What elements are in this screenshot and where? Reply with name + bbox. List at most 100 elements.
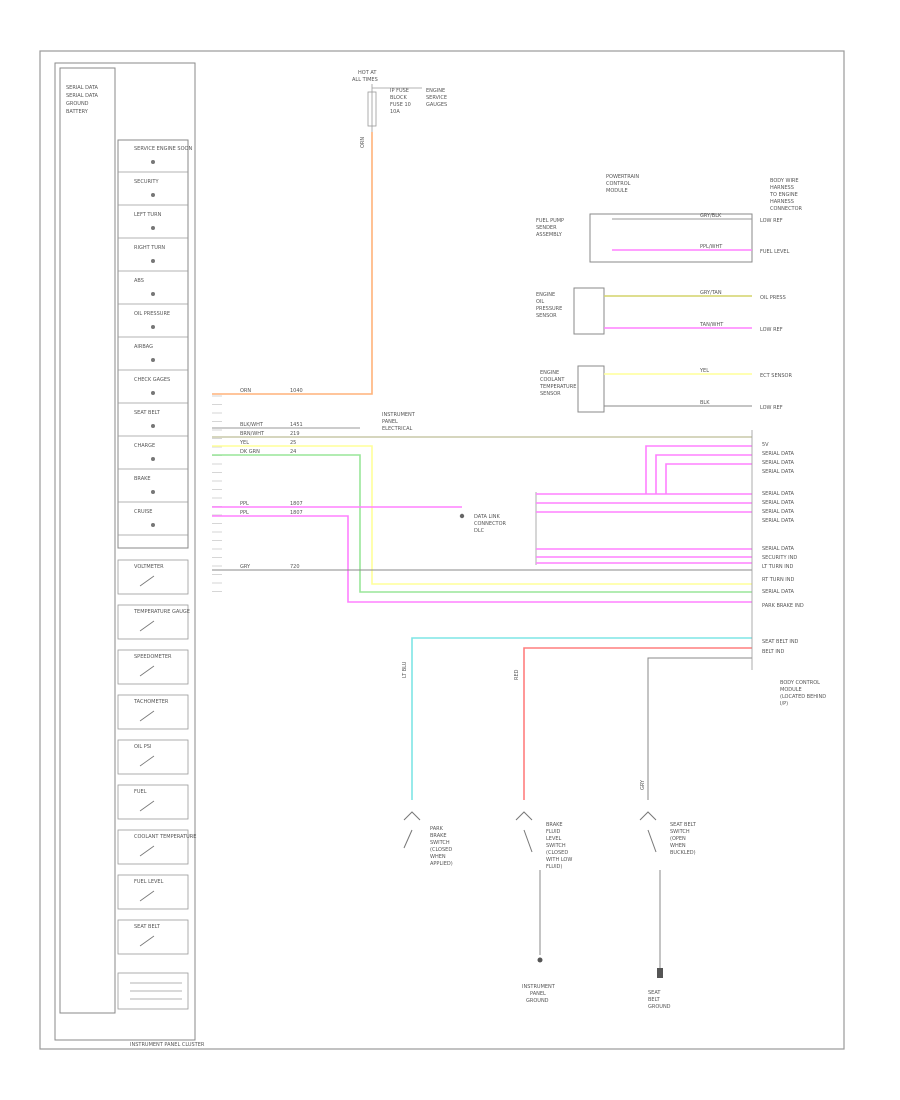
- ground-label-1: INSTRUMENT: [382, 412, 416, 418]
- fluid-switch-7: FLUID): [546, 864, 562, 870]
- gauge-box: [117, 559, 189, 595]
- oil-wire-2: TAN/WHT: [699, 322, 724, 328]
- pcm-wire-circuit: 219: [290, 431, 300, 437]
- fuel-right-1: BODY WIRE: [770, 178, 799, 184]
- gauge-label: VOLTMETER: [134, 564, 164, 570]
- gauge-needle-icon: [139, 620, 155, 632]
- ip-ground-3: GROUND: [526, 998, 549, 1004]
- gauge-box: [117, 739, 189, 775]
- fuse-wire-label: ORN: [360, 137, 366, 148]
- cluster-title-3: GROUND: [66, 101, 89, 107]
- gauge-needle-icon: [139, 710, 155, 722]
- lamp-label: SECURITY: [134, 179, 159, 185]
- pcm-wire-color: PPL: [240, 510, 249, 516]
- gauge-label: FUEL LEVEL: [134, 879, 164, 885]
- gauge-label: OIL PSI: [134, 744, 151, 750]
- fuel-right-5: CONNECTOR: [770, 206, 803, 212]
- fuel-sender-name-1: FUEL PUMP: [536, 218, 564, 224]
- diagram-border: [39, 50, 845, 1050]
- pcm-wire-circuit: 25: [290, 440, 296, 446]
- wires: [212, 132, 752, 975]
- park-switch-2: BRAKE: [430, 833, 447, 839]
- pcm-wire-circuit: 720: [290, 564, 300, 570]
- bcm-pin-label: SERIAL DATA: [762, 546, 795, 552]
- oil-wire-1: GRY/TAN: [700, 290, 722, 296]
- cluster-title-2: SERIAL DATA: [66, 93, 99, 99]
- oil-wire-2-tag: LOW REF: [760, 327, 783, 333]
- gauge-box: [117, 604, 189, 640]
- pcm-wire-circuit: 24: [290, 449, 296, 455]
- splice-label-3: DLC: [474, 528, 485, 534]
- fuse-hot-line-2: ALL TIMES: [352, 77, 378, 83]
- fuel-right-3: TO ENGINE: [769, 192, 798, 198]
- pcm-wire-color: BLK/WHT: [240, 422, 264, 428]
- fluid-switch-3: LEVEL: [546, 836, 562, 842]
- gauge-label: COOLANT TEMPERATURE: [134, 834, 196, 840]
- park-switch-6: APPLIED): [430, 861, 453, 867]
- lamp-label: OIL PRESSURE: [134, 311, 170, 317]
- bcm-pin-label: RT TURN IND: [762, 577, 794, 583]
- belt-ground-3: GROUND: [648, 1004, 671, 1010]
- ip-ground-2: PANEL: [530, 991, 546, 997]
- gauge-needle-icon: [139, 665, 155, 677]
- fuel-right-2: HARNESS: [770, 185, 794, 191]
- park-switch-3: SWITCH: [430, 840, 450, 846]
- gauge-needle-icon: [139, 755, 155, 767]
- lamp-bulb-icon: [151, 325, 155, 329]
- ect-wire-1: YEL: [699, 368, 709, 374]
- fuse-hot-line-1: HOT AT: [358, 70, 377, 76]
- bcm-pin-label: 5V: [762, 442, 769, 448]
- oil-name-3: PRESSURE: [536, 306, 562, 312]
- belt-switch-3: (OPEN: [670, 836, 686, 842]
- fuel-top-2: CONTROL: [606, 181, 631, 187]
- ect-wire-2-tag: LOW REF: [760, 405, 783, 411]
- splice-label-2: CONNECTOR: [474, 521, 507, 527]
- lamp-bulb-icon: [151, 358, 155, 362]
- splice-label-1: DATA LINK: [474, 514, 500, 520]
- fluid-switch-4: SWITCH: [546, 843, 566, 849]
- fuel-sender-name-3: ASSEMBLY: [536, 232, 563, 238]
- lamp-bulb-icon: [151, 226, 155, 230]
- cluster-title-1: SERIAL DATA: [66, 85, 99, 91]
- fuse-label-5: ENGINE: [426, 88, 445, 94]
- gauge-label: SPEEDOMETER: [134, 654, 172, 660]
- oil-wire-1-tag: OIL PRESS: [760, 295, 786, 301]
- fuse-label-2: BLOCK: [390, 95, 407, 101]
- lamp-bulb-icon: [151, 490, 155, 494]
- instrument-cluster: SERIAL DATA SERIAL DATA GROUND BATTERY S…: [54, 62, 222, 1048]
- belt-switch-1: SEAT BELT: [670, 822, 697, 828]
- fuse-block: HOT AT ALL TIMES IP FUSE BLOCK FUSE 10 1…: [352, 70, 447, 148]
- oil-name-1: ENGINE: [536, 292, 555, 298]
- bcm-pin-label: SERIAL DATA: [762, 518, 795, 524]
- fuel-wire-2-tag: FUEL LEVEL: [760, 249, 790, 255]
- bcm-pin-label: SECURITY IND: [762, 555, 797, 561]
- lamp-bulb-icon: [151, 193, 155, 197]
- ect-name-3: TEMPERATURE: [539, 384, 576, 390]
- bcm-pin-label: SERIAL DATA: [762, 500, 795, 506]
- bcm-pin-label: BELT IND: [762, 649, 785, 655]
- bcm-pin-label: SERIAL DATA: [762, 589, 795, 595]
- ect-wire-1-tag: ECT SENSOR: [760, 373, 792, 379]
- ground-instrument-panel: INSTRUMENT PANEL GROUND: [522, 957, 556, 1004]
- belt-switch-2: SWITCH: [670, 829, 690, 835]
- bcm-pin-label: PARK BRAKE IND: [762, 603, 804, 609]
- bcm-pin-label: LT TURN IND: [762, 564, 793, 570]
- pcm-wire-color: BRN/WHT: [240, 431, 265, 437]
- fuel-top-1: POWERTRAIN: [606, 174, 639, 180]
- bcm-pin-label: SEAT BELT IND: [762, 639, 799, 645]
- pcm-wire-color: DK GRN: [240, 449, 260, 455]
- bcm-label-2: MODULE: [780, 687, 802, 693]
- gauge-box: [117, 829, 189, 865]
- gauge-needle-icon: [139, 935, 155, 947]
- lamp-bulb-icon: [151, 424, 155, 428]
- lamp-bulb-icon: [151, 160, 155, 164]
- ip-ground-1: INSTRUMENT: [522, 984, 556, 990]
- pcm-wire-circuit: 1451: [290, 422, 303, 428]
- gauge-box: [117, 919, 189, 955]
- pcm-wire-circuit: 1040: [290, 388, 303, 394]
- dlc-splice: [459, 513, 465, 519]
- gauge-needle-icon: [139, 800, 155, 812]
- fuse-element: [367, 91, 377, 127]
